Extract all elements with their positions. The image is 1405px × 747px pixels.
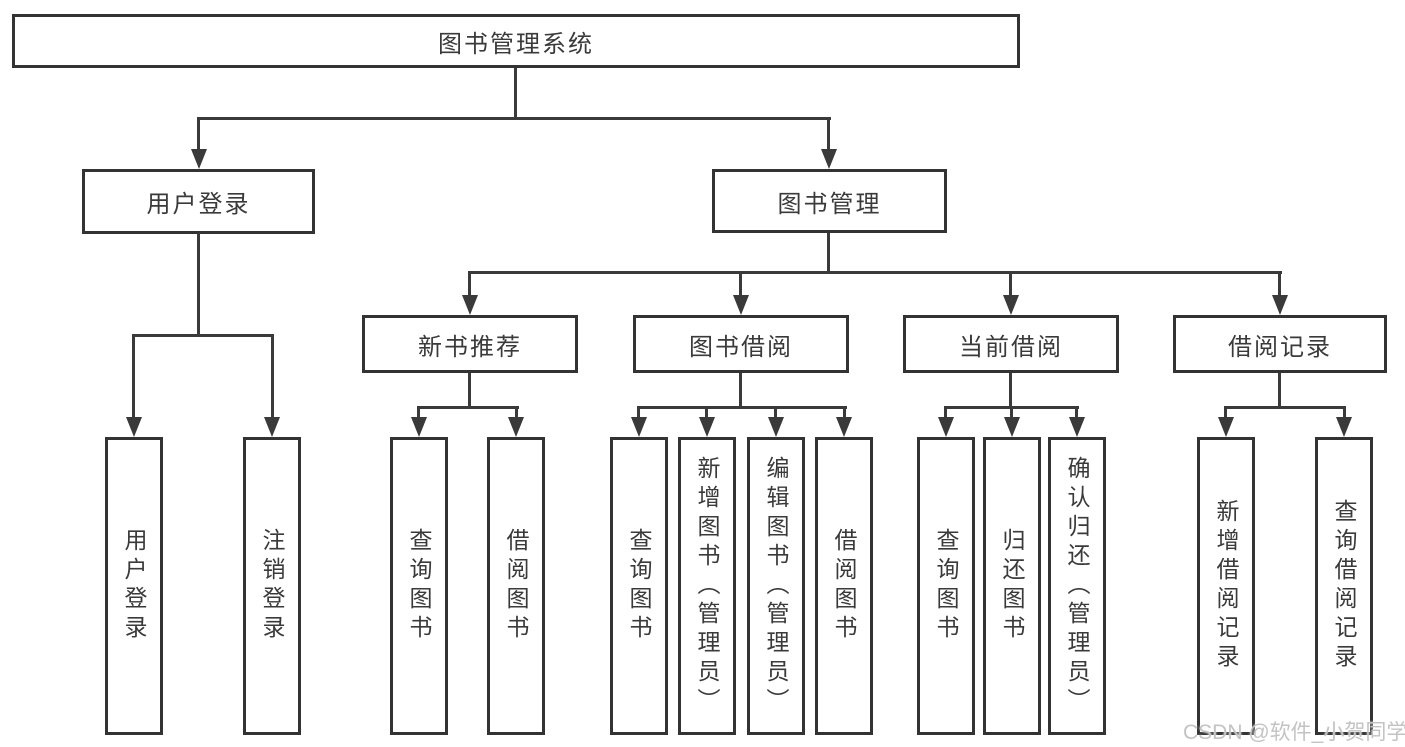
connector-line — [197, 117, 831, 120]
connector-line — [515, 406, 518, 419]
arrowhead-down-icon — [126, 417, 142, 437]
arrowhead-down-icon — [462, 295, 478, 315]
connector-line — [271, 334, 274, 420]
arrowhead-down-icon — [1004, 417, 1020, 437]
connector-line — [1224, 406, 1227, 419]
node-bb-edit-book: 编辑图书（管理员） — [747, 437, 805, 735]
node-user-login: 用户登录 — [82, 169, 315, 234]
connector-line — [1278, 373, 1281, 409]
connector-line — [132, 334, 274, 337]
connector-line — [739, 373, 742, 409]
node-cb-confirm-return: 确认归还（管理员） — [1048, 437, 1106, 735]
node-borrow-record: 借阅记录 — [1173, 315, 1387, 373]
connector-line — [417, 406, 420, 419]
connector-line — [1224, 406, 1346, 409]
connector-line — [468, 271, 471, 298]
node-login: 用户登录 — [105, 437, 163, 735]
arrowhead-down-icon — [1069, 417, 1085, 437]
connector-line — [468, 271, 1282, 274]
node-bb-borrow-book: 借阅图书 — [815, 437, 873, 735]
connector-line — [1075, 406, 1078, 419]
node-root: 图书管理系统 — [12, 14, 1020, 68]
connector-line — [514, 68, 517, 119]
arrowhead-down-icon — [821, 149, 837, 169]
connector-line — [843, 406, 846, 419]
arrowhead-down-icon — [264, 417, 280, 437]
node-rec-query-book: 查询图书 — [390, 437, 448, 735]
node-book-borrow: 图书借阅 — [633, 315, 849, 373]
arrowhead-down-icon — [1336, 417, 1352, 437]
watermark: CSDN @软件_小贺同学 — [1183, 721, 1405, 744]
node-current-borrow: 当前借阅 — [903, 315, 1119, 373]
arrowhead-down-icon — [411, 417, 427, 437]
connector-line — [739, 271, 742, 298]
arrowhead-down-icon — [631, 417, 647, 437]
connector-line — [197, 233, 200, 337]
arrowhead-down-icon — [938, 417, 954, 437]
node-book-mgmt: 图书管理 — [712, 169, 947, 233]
connector-line — [827, 117, 830, 153]
arrowhead-down-icon — [508, 417, 524, 437]
connector-line — [705, 406, 708, 419]
connector-line — [468, 373, 471, 409]
node-cb-return-book: 归还图书 — [983, 437, 1041, 735]
node-bb-query-book: 查询图书 — [610, 437, 668, 735]
node-logout: 注销登录 — [243, 437, 301, 735]
connector-line — [132, 334, 135, 420]
connector-line — [637, 406, 640, 419]
node-new-book-rec: 新书推荐 — [362, 315, 578, 373]
node-br-add-record: 新增借阅记录 — [1197, 437, 1255, 735]
arrowhead-down-icon — [1272, 295, 1288, 315]
connector-line — [1010, 406, 1013, 419]
node-br-query-record: 查询借阅记录 — [1315, 437, 1373, 735]
arrowhead-down-icon — [768, 417, 784, 437]
connector-line — [1009, 373, 1012, 409]
node-bb-add-book: 新增图书（管理员） — [678, 437, 736, 735]
connector-line — [1343, 406, 1346, 419]
connector-line — [417, 406, 519, 409]
connector-line — [1009, 271, 1012, 298]
arrowhead-down-icon — [1218, 417, 1234, 437]
connector-line — [944, 406, 947, 419]
arrowhead-down-icon — [191, 149, 207, 169]
arrowhead-down-icon — [699, 417, 715, 437]
node-rec-borrow-book: 借阅图书 — [487, 437, 545, 735]
node-cb-query-book: 查询图书 — [917, 437, 975, 735]
arrowhead-down-icon — [836, 417, 852, 437]
connector-line — [1278, 271, 1281, 298]
connector-line — [197, 117, 200, 153]
connector-line — [827, 233, 830, 274]
arrowhead-down-icon — [733, 295, 749, 315]
connector-line — [774, 406, 777, 419]
connector-line — [637, 406, 847, 409]
arrowhead-down-icon — [1003, 295, 1019, 315]
